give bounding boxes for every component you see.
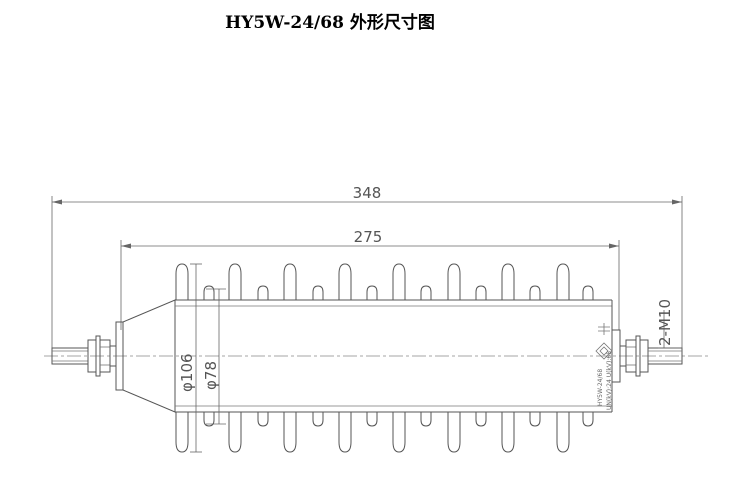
page-title: HY5W-24/68 外形尺寸图 — [225, 13, 435, 33]
nameplate: HY5W-24/68 UN(kV):24 U(kV):68 — [595, 323, 613, 410]
sheds — [175, 263, 594, 453]
dimension-shed-diameter: φ106 — [178, 263, 202, 453]
dimension-body-label: 275 — [354, 228, 383, 246]
dimension-overall-label: 348 — [353, 184, 382, 202]
left-cone — [122, 299, 176, 413]
dimension-overall: 348 — [51, 184, 683, 352]
dimension-body: 275 — [120, 228, 620, 330]
left-terminal — [51, 321, 124, 391]
dimension-core-diameter: φ78 — [202, 288, 226, 425]
dimension-core-diameter-label: φ78 — [202, 361, 220, 390]
dimension-thread-label: 2-M10 — [656, 299, 674, 346]
dimension-thread: 2-M10 — [656, 299, 682, 349]
nameplate-rating: UN(kV):24 U(kV):68 — [606, 351, 613, 410]
brand-logo-icon — [595, 323, 613, 360]
dimension-shed-diameter-label: φ106 — [178, 353, 196, 392]
nameplate-model: HY5W-24/68 — [597, 369, 604, 406]
